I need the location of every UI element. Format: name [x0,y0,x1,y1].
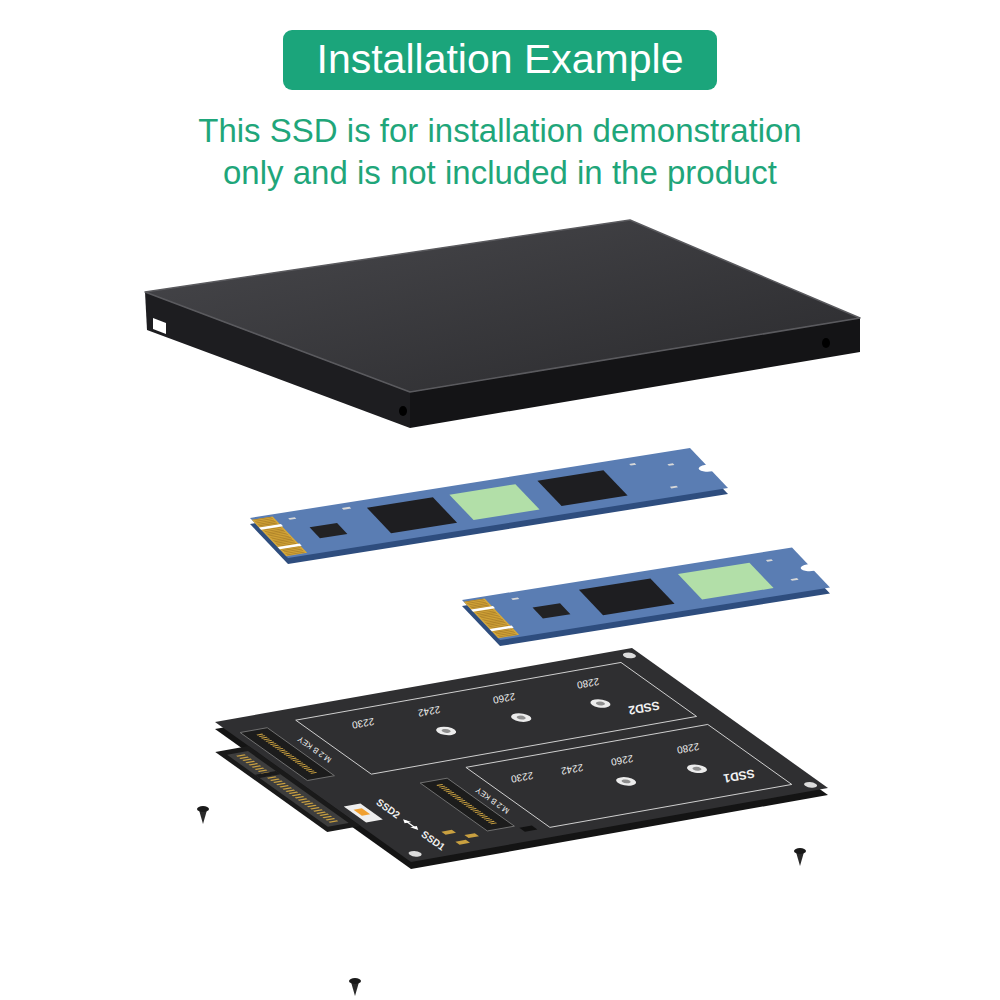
switch-arrow [410,826,421,831]
pcb [250,448,728,558]
enclosure-notch [153,318,166,334]
component [511,597,519,600]
m2-slot [420,778,514,831]
adapter-board [182,648,828,869]
bay-outline [466,724,792,827]
chip-label [449,484,539,520]
component [288,517,296,520]
chip-label [678,563,774,600]
component [464,833,479,838]
m2-ssd-card [462,546,840,646]
component [766,559,773,562]
component [441,830,456,835]
chip [310,523,348,538]
title-banner: Installation Example [283,30,717,90]
screw [794,848,806,866]
screw [197,806,209,824]
mount-hole [620,652,638,659]
screw-hole [822,338,830,348]
pcb [462,548,830,640]
standoff-hole [683,763,711,774]
screw [349,978,361,996]
chip [579,578,675,615]
m2-slot [240,728,334,781]
banner-text: Installation Example [317,37,684,82]
chip [533,603,571,618]
board [215,648,828,862]
key-notch [490,626,514,632]
key-notch [259,524,283,530]
sata-connector [255,771,280,778]
screw [351,982,359,996]
ssd-enclosure [145,220,860,428]
component [790,578,798,581]
gold-fingers [464,598,519,638]
m2-ssd-card [250,446,738,564]
gold-fingers [262,518,297,554]
mount-notch [798,563,824,573]
component [670,486,678,489]
standoff-hole [691,766,704,771]
mount-hole [802,781,820,788]
screw-hole [399,406,407,416]
bay-outline [296,662,697,774]
selector-switch [354,808,371,815]
key-notch [278,544,302,550]
gold-fingers [474,600,509,636]
standoff-hole [612,776,640,787]
gold-fingers [252,516,307,556]
chip [537,470,627,506]
screw [794,848,806,854]
standoff-hole [515,715,528,720]
note-text: This SSD is for installation demonstrati… [180,110,820,194]
enclosure-top [145,220,860,392]
screw [349,978,361,984]
component [629,463,636,466]
component [519,826,537,832]
screw [199,810,207,824]
screw [796,852,804,866]
standoff-hole [507,712,535,723]
component [455,840,470,845]
mount-hole [406,850,424,857]
component [342,507,351,510]
standoff-hole [620,779,633,784]
screw [197,806,209,812]
standoff-hole [586,698,614,709]
switch-arrow [400,819,411,824]
mount-notch [696,463,722,473]
standoff-hole [594,701,607,706]
standoff-hole [440,728,453,733]
component [667,463,674,466]
standoff-hole [432,725,460,736]
key-notch [471,606,495,612]
chip [367,497,457,533]
